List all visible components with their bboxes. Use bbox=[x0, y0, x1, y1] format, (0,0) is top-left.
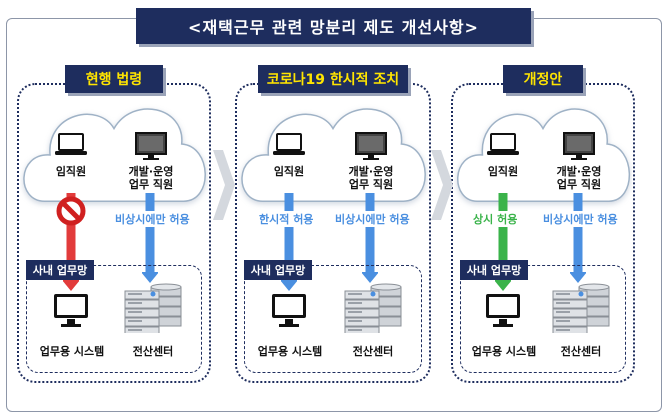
diagram-title: <재택근무 관련 망분리 제도 개선사항> bbox=[136, 8, 531, 44]
access-arrow-left bbox=[494, 193, 512, 291]
access-arrow-left bbox=[62, 193, 80, 291]
system-label: 업무용 시스템 bbox=[257, 345, 323, 358]
server-icon bbox=[551, 283, 611, 336]
monitor-icon bbox=[563, 132, 595, 161]
system-label: 업무용 시스템 bbox=[39, 345, 105, 358]
datacenter-label: 전산센터 bbox=[132, 345, 174, 358]
employee-label: 임직원 bbox=[487, 165, 519, 178]
developer-label: 개발·운영 업무 직원 bbox=[128, 165, 174, 191]
desktop-pc-icon bbox=[271, 293, 307, 328]
system-label: 업무용 시스템 bbox=[471, 345, 537, 358]
internal-network-box bbox=[26, 265, 202, 373]
internal-network-label: 사내 업무망 bbox=[26, 260, 94, 280]
monitor-icon bbox=[355, 132, 387, 161]
monitor-icon bbox=[135, 132, 167, 161]
panel-label: 코로나19 한시적 조치 bbox=[258, 65, 408, 93]
laptop-icon bbox=[54, 133, 88, 157]
employee-label: 임직원 bbox=[273, 165, 305, 178]
cloud-shape bbox=[20, 100, 208, 210]
access-arrow-right bbox=[141, 193, 159, 283]
panel-label: 개정안 bbox=[503, 65, 583, 93]
developer-label: 개발·운영 업무 직원 bbox=[556, 165, 602, 191]
cloud-shape bbox=[238, 100, 428, 210]
server-icon bbox=[343, 283, 403, 336]
desktop-pc-icon bbox=[53, 293, 89, 328]
access-arrow-right bbox=[569, 193, 587, 283]
internal-network-box bbox=[460, 265, 626, 373]
cloud-shape bbox=[454, 100, 632, 210]
laptop-icon bbox=[486, 133, 520, 157]
right-access-label: 비상시에만 허용 bbox=[542, 211, 619, 227]
internal-network-box bbox=[244, 265, 422, 373]
internal-network-label: 사내 업무망 bbox=[244, 260, 312, 280]
desktop-pc-icon bbox=[485, 293, 521, 328]
right-access-label: 비상시에만 허용 bbox=[114, 211, 191, 227]
no-entry-icon bbox=[56, 196, 86, 226]
left-access-label: 한시적 허용 bbox=[258, 211, 315, 227]
developer-label: 개발·운영 업무 직원 bbox=[348, 165, 394, 191]
access-arrow-right bbox=[361, 193, 379, 283]
chevron-right-icon bbox=[213, 150, 235, 220]
right-access-label: 비상시에만 허용 bbox=[334, 211, 411, 227]
server-icon bbox=[123, 283, 183, 336]
chevron-right-icon bbox=[431, 150, 453, 220]
datacenter-label: 전산센터 bbox=[560, 345, 602, 358]
access-arrow-left bbox=[280, 193, 298, 291]
datacenter-label: 전산센터 bbox=[352, 345, 394, 358]
laptop-icon bbox=[272, 133, 306, 157]
internal-network-label: 사내 업무망 bbox=[460, 260, 528, 280]
employee-label: 임직원 bbox=[55, 165, 87, 178]
panel-label: 현행 법령 bbox=[65, 65, 163, 93]
left-access-label: 상시 허용 bbox=[472, 211, 519, 227]
